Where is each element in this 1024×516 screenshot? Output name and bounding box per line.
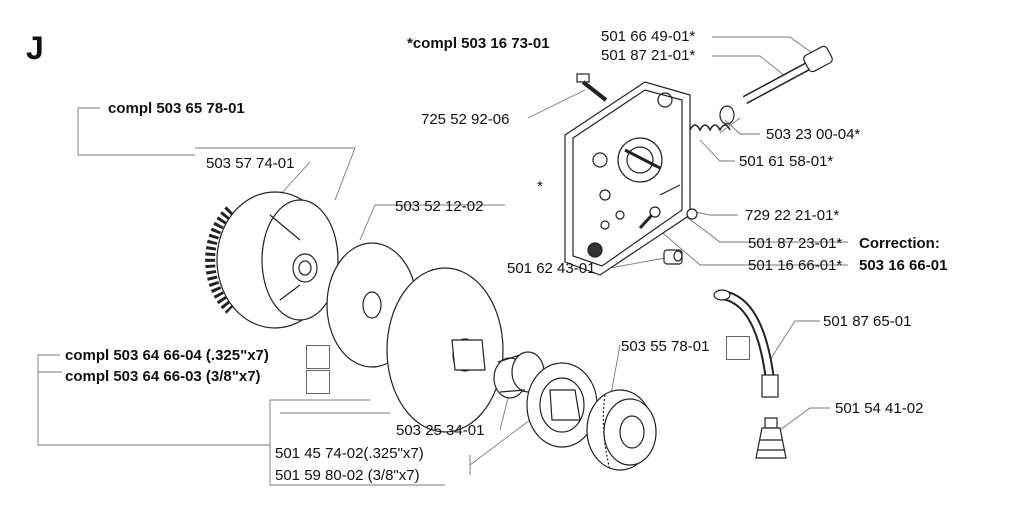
label-501-45-74-02: 501 45 74-02(.325"x7) [275, 445, 424, 462]
label-503-23-00-04: 503 23 00-04* [766, 126, 861, 143]
label-501-54-41-02: 501 54 41-02 [835, 400, 924, 417]
washer [719, 105, 735, 125]
label-503-57-74-01: 503 57 74-01 [206, 155, 295, 172]
label-503-55-78-01: 503 55 78-01 [621, 338, 710, 355]
checkbox-compl-503-64-66-04[interactable] [306, 345, 330, 369]
asterisk-mark: * [537, 178, 543, 195]
adjust-screw [638, 206, 661, 230]
checkbox-compl-503-64-66-03[interactable] [306, 370, 330, 394]
label-compl-503-64-66-04: compl 503 64 66-04 (.325"x7) [65, 347, 269, 364]
screw-725-52-92-06 [576, 73, 608, 102]
label-503-25-34-01: 503 25 34-01 [396, 422, 485, 439]
label-compl-503-16-73-01: *compl 503 16 73-01 [407, 35, 550, 52]
small-screw [686, 208, 698, 220]
spring [689, 124, 731, 132]
label-501-87-65-01: 501 87 65-01 [823, 313, 912, 330]
checkbox-503-55-78-01[interactable] [726, 336, 750, 360]
label-725-52-92-06: 725 52 92-06 [421, 111, 510, 128]
label-compl-503-65-78-01: compl 503 65 78-01 [108, 100, 245, 117]
clutch [205, 191, 339, 329]
oil-hose [713, 289, 779, 398]
label-729-22-21-01: 729 22 21-01* [745, 207, 840, 224]
label-501-16-66-01: 501 16 66-01* [748, 257, 843, 274]
label-501-66-49-01: 501 66 49-01* [601, 28, 696, 45]
label-501-87-23-01: 501 87 23-01* [748, 235, 843, 252]
leader-lines [37, 36, 848, 486]
section-letter: J [26, 30, 44, 66]
label-compl-503-64-66-03: compl 503 64 66-03 (3/8"x7) [65, 368, 261, 385]
label-501-59-80-02: 501 59 80-02 (3/8"x7) [275, 467, 420, 484]
label-503-52-12-02: 503 52 12-02 [395, 198, 484, 215]
label-501-62-43-01: 501 62 43-01 [507, 260, 596, 277]
sprocket-rim [526, 362, 598, 448]
label-501-61-58-01: 501 61 58-01* [739, 153, 834, 170]
oil-filter [755, 417, 787, 459]
label-503-16-66-01: 503 16 66-01 [859, 257, 948, 274]
clutch-drum [386, 267, 504, 433]
nut [663, 249, 683, 265]
oil-pump-housing [564, 81, 691, 276]
label-correction: Correction: [859, 235, 940, 252]
sprocket [586, 389, 657, 471]
pump-plunger [742, 45, 833, 104]
label-501-87-21-01: 501 87 21-01* [601, 47, 696, 64]
